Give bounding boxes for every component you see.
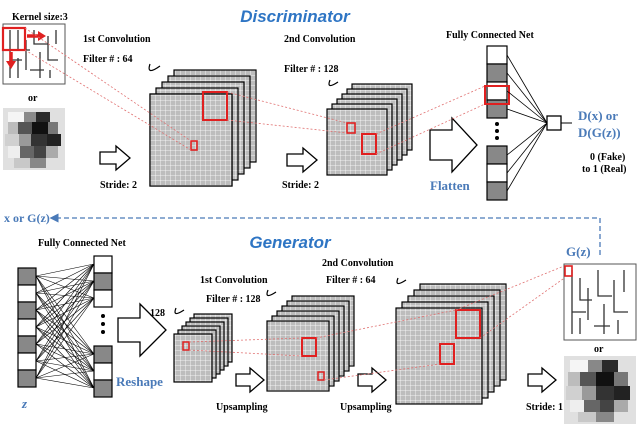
- fc-connection-line: [35, 263, 95, 345]
- flatten-arrow: [429, 116, 478, 174]
- fc-connection-line: [35, 292, 95, 355]
- fc-connection-line: [35, 275, 95, 355]
- discriminator-title: Discriminator: [240, 7, 351, 26]
- g-conv1-feature-maps: [173, 307, 233, 383]
- or-label-generator: or: [594, 344, 604, 355]
- reshape-arrow: [117, 302, 167, 358]
- d-receptive-field-lines-1: [24, 27, 192, 151]
- fc-connection-line: [35, 377, 95, 389]
- stride-arrow-1: [99, 144, 131, 172]
- d-receptive-field-lines-2: [226, 91, 348, 134]
- d-conv2-filters: Filter # : 128: [284, 64, 339, 75]
- g-output-maze-image: [563, 263, 637, 341]
- g-output-lines: [455, 265, 571, 339]
- g-conv1-title: 1st Convolution: [200, 275, 268, 286]
- d-range-label-1: 0 (Fake): [590, 152, 625, 163]
- g-output-label: G(z): [566, 244, 591, 259]
- stride-label-1: Stride: 2: [100, 180, 137, 191]
- g-fc-connections: [35, 263, 95, 389]
- kernel-size-label: Kernel size:3: [12, 12, 68, 23]
- z-label: z: [21, 396, 28, 411]
- fc-connection-line: [35, 370, 95, 379]
- d-fc-column: [484, 45, 510, 201]
- g-upsample-lines-2: [315, 309, 457, 381]
- fc-connection-line: [35, 297, 95, 379]
- fc-connection-line: [35, 309, 95, 355]
- feedback-label: x or G(z): [4, 211, 50, 225]
- upsampling-arrow-1: [235, 366, 265, 394]
- stride-label-2: Stride: 2: [282, 180, 319, 191]
- fc-connection-line: [35, 326, 95, 355]
- fc-connection-line: [35, 353, 95, 362]
- d-conv2-title: 2nd Convolution: [284, 34, 356, 45]
- or-label-discriminator: or: [28, 93, 38, 104]
- fc-connection-line: [35, 263, 95, 362]
- g-conv3-feature-maps: [395, 277, 507, 405]
- fc-connection-line: [35, 280, 95, 379]
- fc-connection-line: [35, 353, 95, 379]
- g-output-gray-image: [564, 356, 636, 424]
- g-conv2-feature-maps: [266, 289, 355, 392]
- d-output-node: [546, 115, 562, 131]
- g-fc-title: Fully Connected Net: [38, 238, 126, 249]
- g-z-column: [17, 267, 37, 388]
- d-fc-connections: [506, 54, 548, 192]
- g-conv2-filters: Filter # : 64: [326, 275, 376, 286]
- d-conv2-feature-maps: [326, 79, 413, 176]
- g-upsample-lines-1: [188, 337, 303, 357]
- generator-title: Generator: [249, 233, 332, 252]
- upsampling-label-1: Upsampling: [216, 402, 268, 413]
- d-range-label-2: to 1 (Real): [582, 164, 626, 175]
- g-fc-column: [93, 255, 113, 398]
- d-fc-title: Fully Connected Net: [446, 30, 534, 41]
- d-conv1-filters: Filter # : 64: [83, 54, 133, 65]
- d-conv1-title: 1st Convolution: [83, 34, 151, 45]
- g-size-label: 128: [150, 308, 165, 319]
- maze-input-image: [1, 23, 66, 85]
- gray-input-image: [3, 108, 65, 170]
- stride-arrow-gen: [527, 366, 557, 394]
- d-output-label-1: D(x) or: [578, 108, 618, 123]
- g-conv2-title: 2nd Convolution: [322, 258, 394, 269]
- d-output-label-2: D(G(z)): [578, 125, 621, 140]
- g-conv1-filters: Filter # : 128: [206, 294, 261, 305]
- stride-arrow-2: [286, 146, 318, 174]
- d-conv1-feature-maps: [148, 63, 257, 187]
- fc-connection-line: [35, 263, 95, 311]
- g-stride-label: Stride: 1: [526, 402, 563, 413]
- fc-connection-line: [35, 343, 95, 355]
- fc-connection-line: [35, 263, 95, 277]
- fc-connection-line: [35, 263, 95, 328]
- upsampling-label-2: Upsampling: [340, 402, 392, 413]
- flatten-label: Flatten: [430, 178, 470, 193]
- fc-connection-line: [35, 263, 95, 294]
- reshape-label: Reshape: [116, 374, 163, 389]
- feedback-dashed-arrow: [49, 213, 601, 255]
- upsampling-arrow-2: [357, 366, 387, 394]
- fc-connection-line: [35, 263, 95, 379]
